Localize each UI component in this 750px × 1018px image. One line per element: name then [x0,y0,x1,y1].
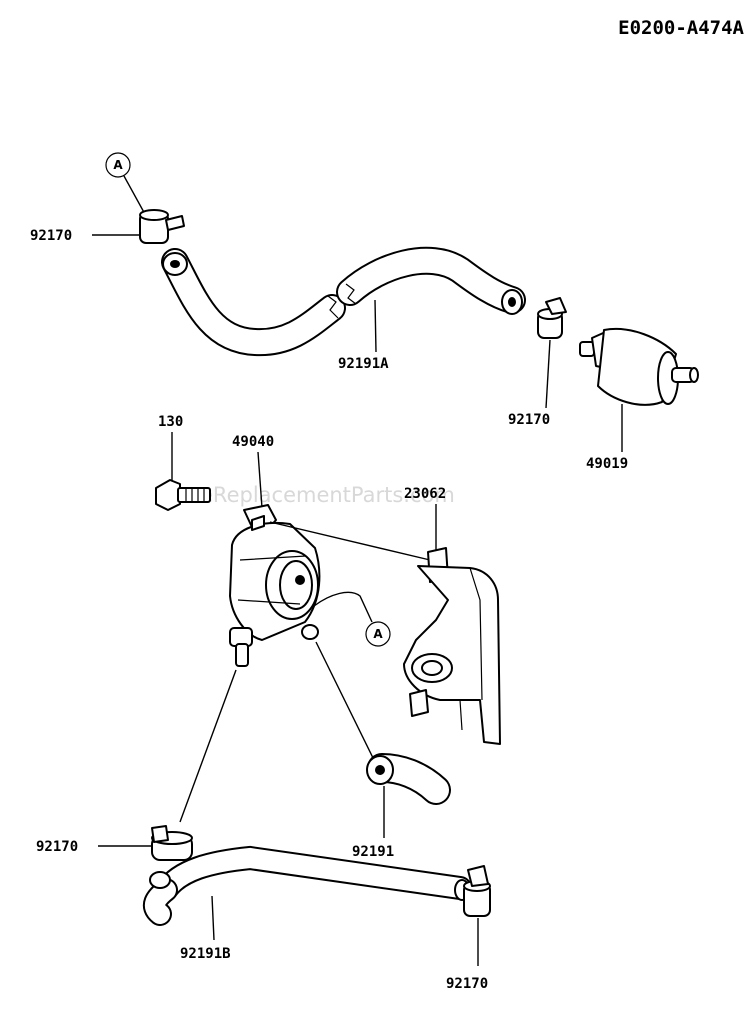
label-fuel-filter: 49019 [586,456,628,472]
label-hose-short: 92191 [352,844,394,860]
ref-marker-pump-text: A [373,627,383,641]
label-clamp-top-left: 92170 [30,228,72,244]
fuel-pump[interactable] [229,504,321,667]
fuel-hose-upper[interactable] [161,246,526,357]
hose-clamp-mid-right[interactable] [537,297,567,339]
fuel-hose-lower[interactable] [142,845,472,926]
hose-clamp-top-left[interactable] [139,209,185,244]
label-clamp-bottom-left: 92170 [36,839,78,855]
hose-clamp-bottom-right[interactable] [463,865,491,917]
label-clamp-mid-right: 92170 [508,412,550,428]
hose-clamp-bottom-left[interactable] [151,825,193,861]
label-hose-upper: 92191A [338,356,389,372]
ref-marker-top-text: A [113,158,123,172]
fuel-filter[interactable] [579,328,699,406]
label-clamp-bottom-right: 92170 [446,976,488,992]
ref-marker-top: A [105,152,147,217]
mounting-bracket[interactable] [403,547,501,745]
label-hose-lower: 92191B [180,946,231,962]
label-bracket: 23062 [404,486,446,502]
bolt[interactable] [155,479,211,511]
ref-marker-pump: A [313,591,391,647]
fuel-hose-short[interactable] [366,753,451,805]
label-bolt: 130 [158,414,183,430]
diagram-code: E0200-A474A [618,17,744,39]
watermark: eReplacementParts.com [200,483,455,507]
label-fuel-pump: 49040 [232,434,274,450]
